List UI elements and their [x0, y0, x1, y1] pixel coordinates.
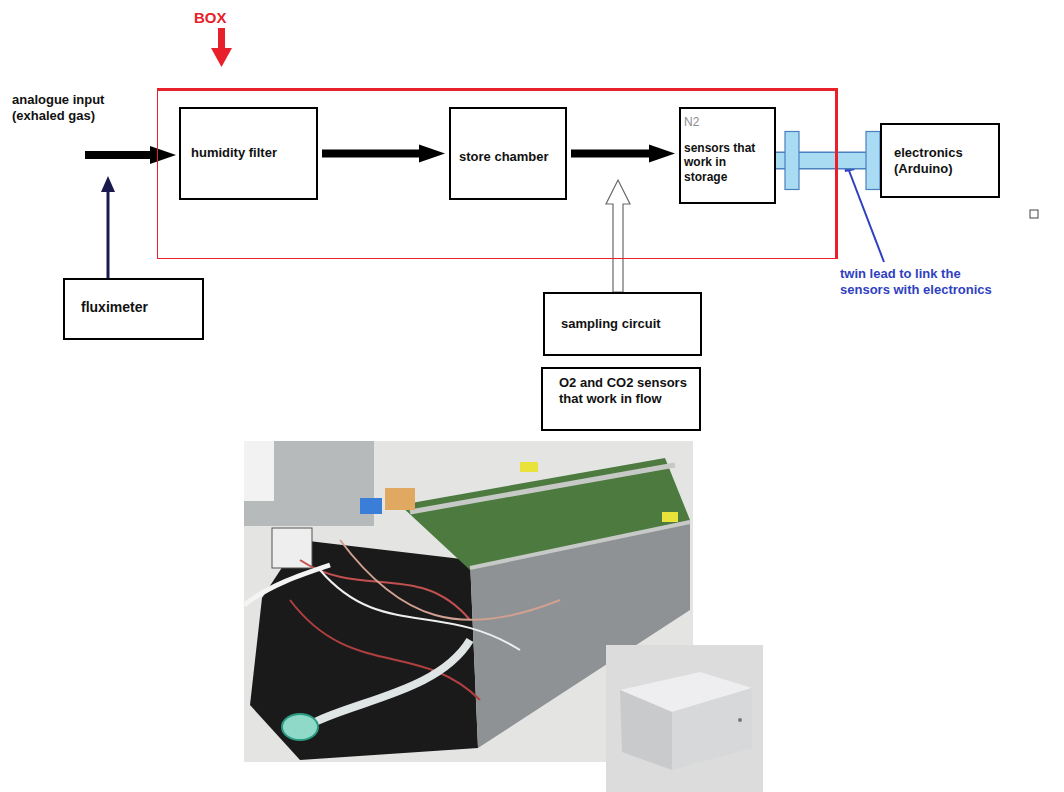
electronics-box: electronics (Arduino) [880, 123, 1000, 198]
box-heading: BOX [194, 9, 227, 27]
photo-background [244, 441, 274, 501]
arrow-head [419, 145, 445, 163]
case-photo [606, 645, 763, 792]
filter [282, 714, 318, 740]
node-text: store chamber [459, 149, 561, 165]
arrow-shaft [571, 150, 649, 158]
component [385, 488, 415, 510]
twin-lead-cable [776, 132, 880, 190]
callout-label: twin lead to link the sensors with elect… [840, 266, 992, 297]
node-text: sensors that work in storage [684, 141, 762, 184]
meter-box: fluximeter [63, 278, 204, 340]
hose [244, 565, 330, 605]
rail [470, 522, 690, 568]
arrow-head [150, 146, 176, 164]
chassis [250, 540, 478, 760]
arrow-shaft [322, 150, 419, 158]
plug [866, 132, 880, 190]
wire [290, 600, 480, 700]
plug [785, 132, 799, 190]
node-text: electronics (Arduino) [894, 145, 992, 176]
hollow-arrow [606, 180, 630, 292]
case-side [620, 690, 672, 770]
case-front [672, 688, 752, 770]
process-box: humidity filter [179, 107, 318, 200]
process-box: store chamber [449, 107, 567, 200]
fluximeter-arrow [101, 176, 115, 278]
box-pointer-arrow [211, 28, 232, 67]
arrow-shaft [218, 28, 225, 50]
circuit-board [400, 458, 690, 570]
sensor-box: N2 sensors that work in storage [679, 107, 776, 204]
flow-arrow [322, 145, 445, 163]
wire [340, 540, 560, 620]
small-square [1030, 210, 1038, 218]
photo-background [244, 441, 374, 526]
input-label: analogue input (exhaled gas) [12, 92, 124, 123]
node-text: sampling circuit [561, 316, 696, 332]
case-button [738, 718, 742, 722]
node-text: O2 and CO2 sensors that work in flow [559, 375, 687, 406]
photo-ground [606, 645, 763, 792]
arrow-shaft [85, 151, 151, 159]
arrow-head [211, 48, 232, 67]
process-box: sampling circuit [543, 292, 702, 356]
hose [315, 640, 470, 722]
enclosure-box: BOXhumidity filterstore chamberN2sensors… [157, 88, 838, 259]
node-text: fluximeter [81, 299, 198, 316]
node-text: N2 [684, 115, 699, 129]
sensor-box: O2 and CO2 sensors that work in flow [541, 367, 701, 431]
rail [410, 465, 675, 512]
warning-label [520, 462, 538, 472]
component [360, 498, 382, 514]
arrow-head [101, 176, 115, 192]
warning-label [662, 512, 678, 522]
component [272, 528, 312, 568]
flow-arrow [571, 145, 675, 163]
arrow-shaft [107, 190, 110, 278]
input-arrow [85, 146, 176, 164]
node-text: humidity filter [191, 145, 312, 161]
arrow-head [649, 145, 675, 163]
